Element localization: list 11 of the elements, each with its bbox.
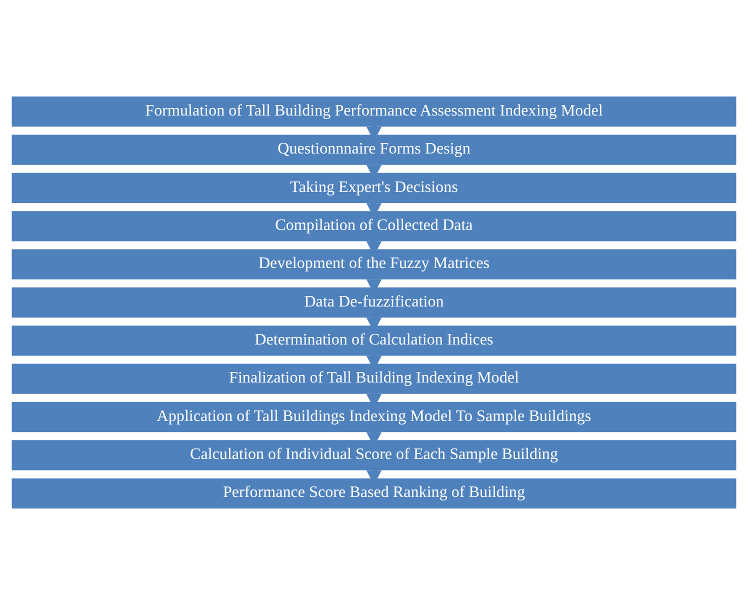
node-box: Application of Tall Buildings Indexing Model To Sample Buildings (12, 402, 736, 432)
node-box: Finalization of Tall Building Indexing Model (12, 364, 736, 394)
node-box: Performance Score Based Ranking of Building (12, 478, 736, 508)
node-box: Taking Expert's Decisions (12, 172, 736, 204)
node-box: Questionnnaire Forms Design (12, 134, 736, 165)
node-box: Determination of Calculation Indices (12, 326, 736, 356)
node-box: Calculation of Individual Score of Each Sample Building (12, 440, 736, 470)
node-box: Data De-fuzzification (12, 287, 736, 318)
node-box: Formulation of Tall Building Performance Assessment Indexing Model (12, 96, 736, 127)
node-box: Compilation of Collected Data (12, 211, 736, 242)
node-box: Development of the Fuzzy Matrices (12, 249, 736, 280)
